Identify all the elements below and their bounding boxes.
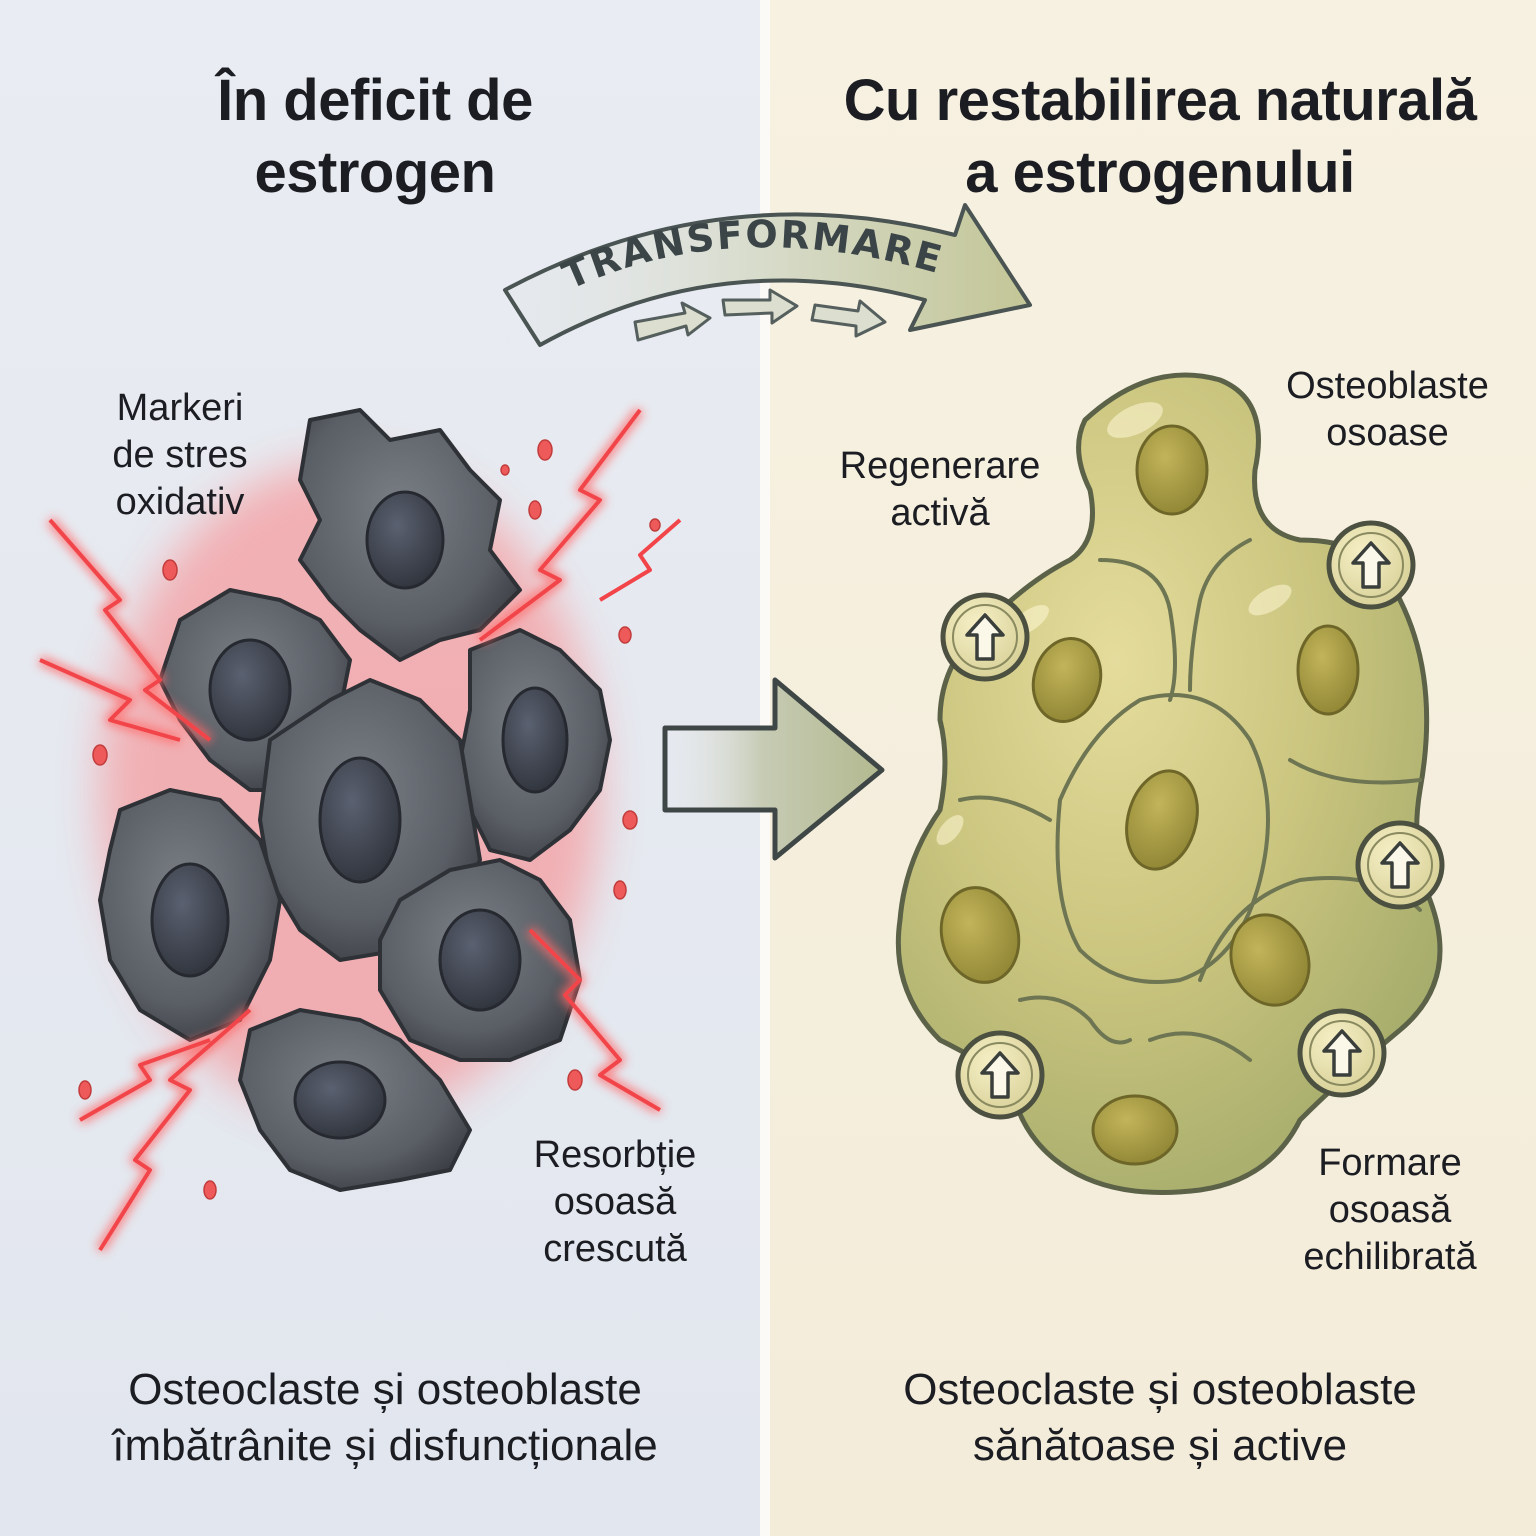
- label-line: de stres: [112, 434, 248, 476]
- healthy-nucleus: [1296, 624, 1360, 716]
- arrow-up-circle-icon: [940, 592, 1030, 682]
- label-osteoblasts: Osteoblaste osoase: [1245, 363, 1530, 457]
- caption-line: sănătoase și active: [972, 1421, 1348, 1470]
- arrow-up-circle-icon: [955, 1030, 1045, 1120]
- label-line: Regenerare: [839, 445, 1041, 487]
- healthy-nucleus: [1031, 637, 1103, 723]
- title-right-line: Cu restabilirea naturală: [843, 68, 1477, 133]
- label-line: activă: [890, 492, 990, 534]
- label-line: Resorbție: [533, 1134, 697, 1176]
- damaged-nucleus: [501, 686, 569, 794]
- caption-right: Osteoclaste și osteoblaste sănătoase și …: [790, 1362, 1530, 1474]
- healthy-nucleus: [1091, 1094, 1179, 1166]
- caption-left: Osteoclaste și osteoblaste îmbătrânite ș…: [30, 1362, 740, 1474]
- healthy-nucleus: [939, 886, 1021, 984]
- label-line: Osteoblaste: [1286, 365, 1489, 407]
- arrow-up-circle-icon: [1355, 820, 1445, 910]
- title-left-line: estrogen: [254, 140, 496, 205]
- damaged-nucleus: [438, 908, 522, 1012]
- label-line: osoasă: [1328, 1189, 1452, 1231]
- title-left-line: În deficit de: [217, 68, 533, 133]
- lightning-bolt-icon: [37, 407, 682, 1253]
- label-line: Formare: [1318, 1142, 1462, 1184]
- title-right: Cu restabilirea naturală a estrogenului: [790, 65, 1530, 209]
- label-resorption: Resorbție osoasă crescută: [480, 1132, 750, 1273]
- label-oxidative-stress: Markeri de stres oxidativ: [55, 385, 305, 526]
- caption-line: îmbătrânite și disfuncționale: [112, 1421, 658, 1470]
- label-line: Markeri: [116, 387, 244, 429]
- label-formation: Formare osoasă echilibrată: [1250, 1140, 1530, 1281]
- damaged-nucleus: [365, 490, 445, 590]
- damaged-nucleus: [150, 862, 230, 978]
- healthy-nucleus: [1135, 424, 1209, 516]
- label-line: oxidativ: [115, 481, 245, 523]
- caption-line: Osteoclaste și osteoblaste: [128, 1365, 642, 1414]
- right-arrow-icon: [810, 299, 887, 338]
- arrow-up-circle-icon: [1297, 1008, 1387, 1098]
- right-arrow-icon: [662, 677, 885, 861]
- title-right-line: a estrogenului: [965, 140, 1355, 205]
- right-arrow-icon: [633, 301, 712, 342]
- small-arrows: [633, 288, 887, 342]
- label-line: osoase: [1326, 412, 1449, 454]
- label-line: echilibrată: [1303, 1236, 1477, 1278]
- label-line: osoasă: [553, 1181, 677, 1223]
- label-regeneration: Regenerare activă: [800, 443, 1080, 537]
- up-arrow-coins: [940, 520, 1445, 1120]
- arrow-up-circle-icon: [1326, 520, 1416, 610]
- healthy-cell-cluster: [895, 372, 1445, 1195]
- transformation-banner: TRANSFORMARE: [503, 203, 1032, 347]
- label-line: crescută: [543, 1228, 687, 1270]
- damaged-cell-cluster: [37, 407, 682, 1253]
- damaged-nucleus: [293, 1060, 387, 1140]
- healthy-nucleus: [1125, 769, 1199, 871]
- title-left: În deficit de estrogen: [140, 65, 610, 209]
- damaged-nucleus: [318, 756, 402, 884]
- damaged-nucleus: [208, 638, 292, 742]
- healthy-nucleus: [1229, 913, 1311, 1007]
- caption-line: Osteoclaste și osteoblaste: [903, 1365, 1417, 1414]
- right-arrow-icon: [721, 288, 799, 325]
